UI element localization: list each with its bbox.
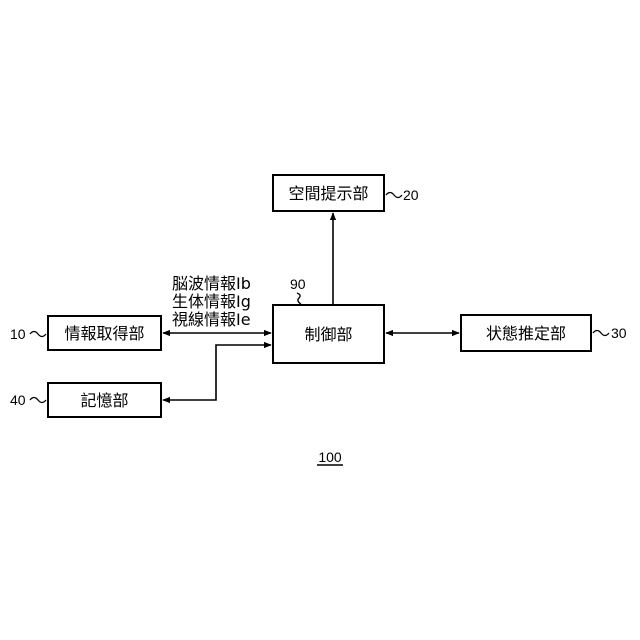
space-presentation-block: 空間提示部 <box>273 175 384 211</box>
ref-40: 40 <box>10 392 46 408</box>
control-block: 制御部 <box>273 305 384 363</box>
ref-30: 30 <box>593 325 627 341</box>
ref-30-text: 30 <box>611 325 627 341</box>
signal-label-gaze: 視線情報Ie <box>172 310 251 329</box>
storage-label: 記憶部 <box>80 391 128 410</box>
ref-90-text: 90 <box>290 276 306 292</box>
ref-10-text: 10 <box>10 326 26 342</box>
control-label: 制御部 <box>304 325 352 344</box>
ref-90: 90 <box>290 276 306 304</box>
signal-label-brainwave: 脳波情報Ib <box>172 274 251 293</box>
space-presentation-label: 空間提示部 <box>288 184 368 203</box>
state-estimation-block: 状態推定部 <box>461 315 591 351</box>
ref-40-text: 40 <box>10 392 26 408</box>
figure-number-text: 100 <box>318 449 342 465</box>
ref-20: 20 <box>386 187 419 203</box>
control-storage-bidirectional-arrow <box>163 345 271 400</box>
storage-block: 記憶部 <box>48 383 161 417</box>
info-acquisition-block: 情報取得部 <box>48 316 161 350</box>
ref-20-text: 20 <box>403 187 419 203</box>
signal-label-biometric: 生体情報Ig <box>172 292 251 311</box>
figure-number: 100 <box>317 449 343 465</box>
info-acquisition-label: 情報取得部 <box>64 324 144 343</box>
ref-10: 10 <box>10 326 46 342</box>
state-estimation-label: 状態推定部 <box>486 324 566 343</box>
